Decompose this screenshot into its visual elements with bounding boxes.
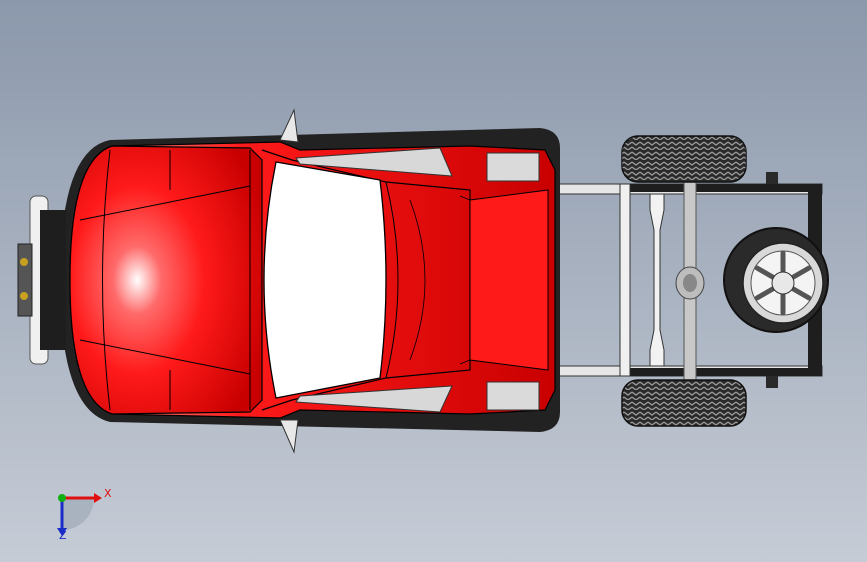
front-bumper	[17, 195, 66, 365]
windshield	[263, 161, 387, 399]
spare-wheel	[723, 227, 829, 333]
z-axis-label: Z	[59, 529, 67, 542]
side-mirrors	[279, 108, 299, 454]
x-axis-label: X	[104, 487, 112, 500]
rear-tire-top	[621, 135, 747, 183]
rear-tire-bottom	[621, 379, 747, 427]
y-axis-point	[58, 494, 66, 502]
coordinate-triad: X Z	[40, 480, 120, 550]
